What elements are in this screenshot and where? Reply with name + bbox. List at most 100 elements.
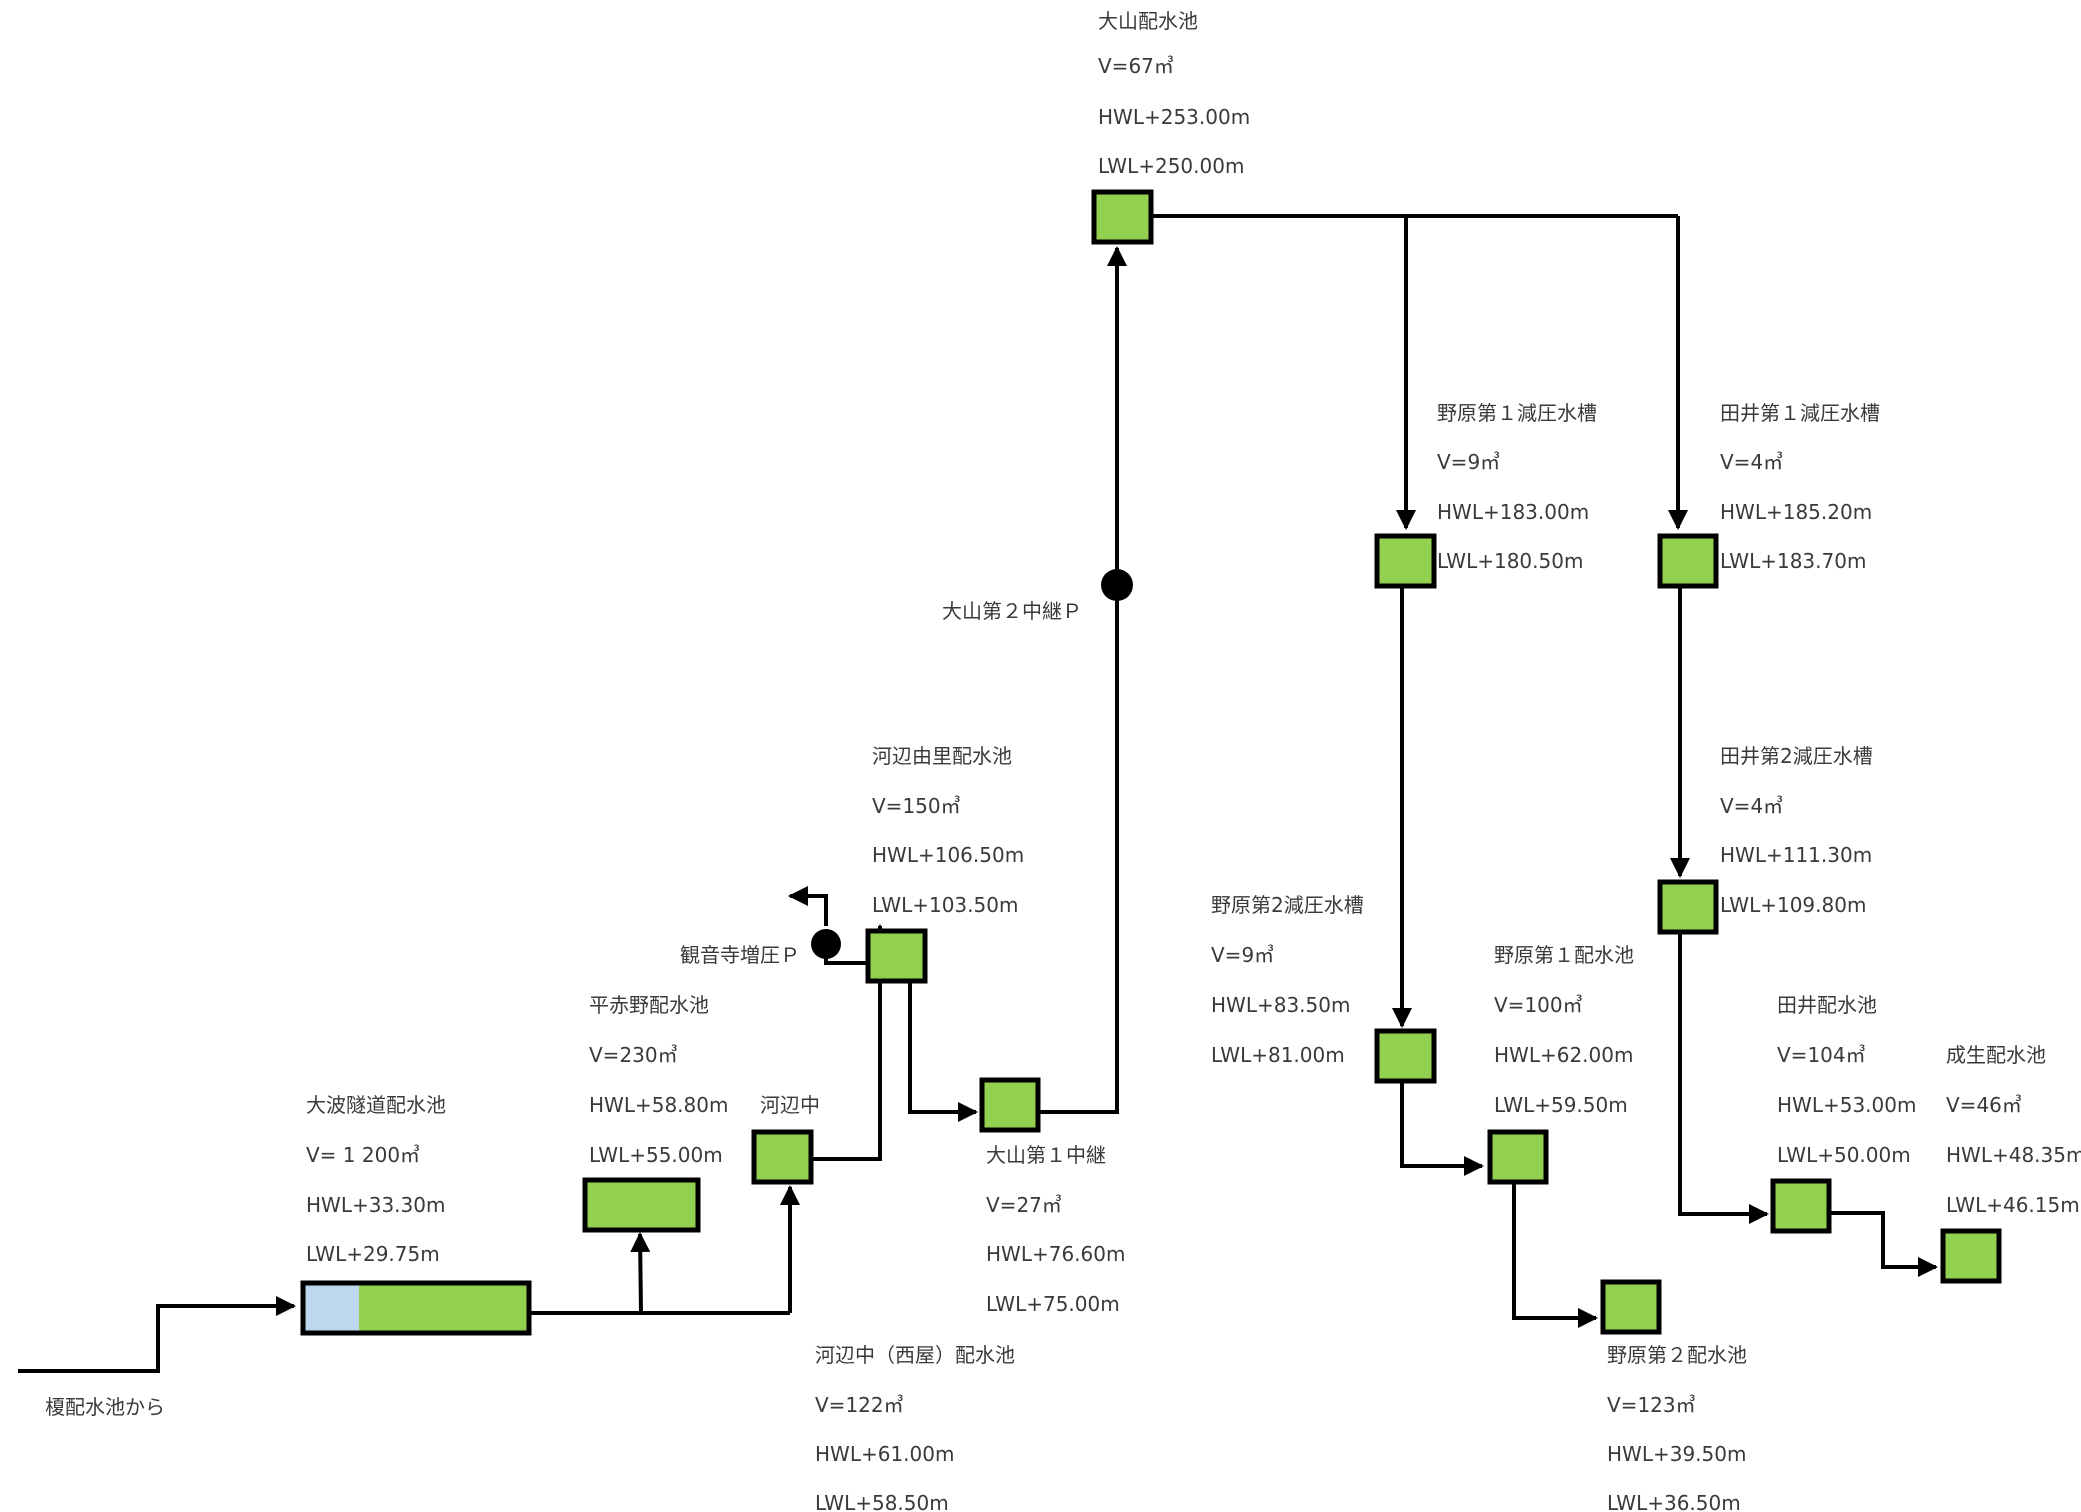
- facility-hwl: HWL+111.30m: [1720, 843, 1872, 867]
- facility-volume: V=67㎥: [1098, 54, 1174, 78]
- facility-hwl: HWL+62.00m: [1494, 1043, 1633, 1067]
- facility-lwl: LWL+183.70m: [1720, 549, 1866, 573]
- tank-onami[interactable]: [300, 1280, 532, 1336]
- tank-hiraakano[interactable]: [582, 1177, 701, 1233]
- facility-volume: V=27㎥: [986, 1193, 1062, 1217]
- label-nohara1: 野原第１配水池 V=100㎥ HWL+62.00m LWL+59.50m: [1494, 943, 1634, 1117]
- tank-tai-gen1[interactable]: [1657, 533, 1719, 589]
- facility-name: 野原第２配水池: [1607, 1343, 1747, 1367]
- facility-lwl: LWL+180.50m: [1437, 549, 1583, 573]
- facility-lwl: LWL+250.00m: [1098, 154, 1244, 178]
- facility-hwl: HWL+253.00m: [1098, 105, 1250, 129]
- facility-volume: V=122㎥: [815, 1393, 904, 1417]
- label-nohara-gen1: 野原第１減圧水槽 V=9㎥ HWL+183.00m LWL+180.50m: [1437, 401, 1597, 573]
- facility-volume: V=230㎥: [589, 1043, 678, 1067]
- label-tai: 田井配水池 V=104㎥ HWL+53.00m LWL+50.00m: [1777, 993, 1916, 1167]
- facility-lwl: LWL+55.00m: [589, 1143, 723, 1167]
- facility-name: 大山第１中継: [986, 1143, 1106, 1167]
- facility-lwl: LWL+46.15m: [1946, 1193, 2080, 1217]
- facility-volume: V= 1 200㎥: [306, 1143, 420, 1167]
- pipe-to-narai: [1827, 1211, 1938, 1277]
- facility-hwl: HWL+39.50m: [1607, 1442, 1746, 1466]
- pump-kannonji: [811, 929, 841, 959]
- facility-volume: V=104㎥: [1777, 1043, 1866, 1067]
- tank-oyama-relay1[interactable]: [979, 1077, 1041, 1133]
- facility-lwl: LWL+29.75m: [306, 1242, 440, 1266]
- facility-lwl: LWL+81.00m: [1211, 1043, 1345, 1067]
- facility-hwl: HWL+61.00m: [815, 1442, 954, 1466]
- label-kobe-naka-nishiya: 河辺中（西屋）配水池 V=122㎥ HWL+61.00m LWL+58.50m: [815, 1343, 1015, 1512]
- facility-name: 田井第2減圧水槽: [1720, 744, 1873, 768]
- facility-name: 野原第2減圧水槽: [1211, 893, 1364, 917]
- facility-hwl: HWL+185.20m: [1720, 500, 1872, 524]
- facility-name: 野原第１減圧水槽: [1437, 401, 1597, 425]
- facility-name: 野原第１配水池: [1494, 943, 1634, 967]
- pipe-to-kobe-yuri: [812, 924, 890, 1161]
- tank-tai[interactable]: [1770, 1178, 1832, 1234]
- facility-hwl: HWL+33.30m: [306, 1193, 445, 1217]
- facility-lwl: LWL+75.00m: [986, 1292, 1120, 1316]
- facility-volume: V=150㎥: [872, 794, 961, 818]
- facility-lwl: LWL+58.50m: [815, 1491, 949, 1512]
- pipe-to-nohara2: [1512, 1182, 1598, 1328]
- facility-name: 田井配水池: [1777, 993, 1877, 1017]
- tank-oyama[interactable]: [1091, 189, 1154, 245]
- label-onami: 大波隧道配水池 V= 1 200㎥ HWL+33.30m LWL+29.75m: [306, 1093, 446, 1266]
- facility-lwl: LWL+59.50m: [1494, 1093, 1628, 1117]
- facility-name: 成生配水池: [1946, 1043, 2046, 1067]
- label-kannonji-pump: 観音寺増圧Ｐ: [680, 943, 800, 967]
- facility-name: 大波隧道配水池: [306, 1093, 446, 1117]
- label-tai-gen2: 田井第2減圧水槽 V=4㎥ HWL+111.30m LWL+109.80m: [1720, 744, 1873, 917]
- tank-kobe-yuri[interactable]: [865, 928, 928, 984]
- facility-volume: V=4㎥: [1720, 450, 1783, 474]
- source-label: 榎配水池から: [45, 1395, 165, 1419]
- pump-oyama2: [1101, 569, 1133, 601]
- pipe-to-oyama-relay1: [908, 980, 978, 1122]
- facility-hwl: HWL+106.50m: [872, 843, 1024, 867]
- tank-nohara1[interactable]: [1487, 1129, 1549, 1185]
- label-tai-gen1: 田井第１減圧水槽 V=4㎥ HWL+185.20m LWL+183.70m: [1720, 401, 1880, 573]
- tank-narai[interactable]: [1940, 1228, 2002, 1284]
- label-oyama: 大山配水池 V=67㎥ HWL+253.00m LWL+250.00m: [1098, 9, 1250, 178]
- tank-nohara-gen2[interactable]: [1374, 1028, 1437, 1084]
- label-kobe-yuri: 河辺由里配水池 V=150㎥ HWL+106.50m LWL+103.50m: [872, 744, 1024, 917]
- facility-hwl: HWL+183.00m: [1437, 500, 1589, 524]
- label-nohara2: 野原第２配水池 V=123㎥ HWL+39.50m LWL+36.50m: [1607, 1343, 1747, 1512]
- pipe-to-tai: [1678, 931, 1769, 1224]
- pipe-to-hiraakano: [630, 1232, 651, 1314]
- pipe-inflow: [18, 1296, 296, 1373]
- tank-tai-gen2[interactable]: [1657, 879, 1719, 935]
- tanks: [300, 189, 2002, 1336]
- label-narai: 成生配水池 V=46㎥ HWL+48.35m LWL+46.15m: [1946, 1043, 2081, 1217]
- label-oyama-pump2: 大山第２中継Ｐ: [942, 599, 1082, 623]
- pipe-to-oyama: [1039, 246, 1127, 1114]
- facility-hwl: HWL+48.35m: [1946, 1143, 2081, 1167]
- label-oyama-relay1: 大山第１中継 V=27㎥ HWL+76.60m LWL+75.00m: [986, 1143, 1125, 1316]
- facility-volume: V=100㎥: [1494, 993, 1583, 1017]
- facility-hwl: HWL+76.60m: [986, 1242, 1125, 1266]
- label-nohara-gen2: 野原第2減圧水槽 V=9㎥ HWL+83.50m LWL+81.00m: [1211, 893, 1364, 1067]
- facility-hwl: HWL+58.80m: [589, 1093, 728, 1117]
- facility-lwl: LWL+109.80m: [1720, 893, 1866, 917]
- facility-lwl: LWL+103.50m: [872, 893, 1018, 917]
- facility-name: 平赤野配水池: [589, 993, 709, 1017]
- pipe-to-nohara1: [1400, 1082, 1484, 1176]
- tank-nohara-gen1[interactable]: [1374, 533, 1437, 589]
- tank-nohara2[interactable]: [1600, 1279, 1662, 1335]
- facility-volume: V=123㎥: [1607, 1393, 1696, 1417]
- facility-name: 河辺中（西屋）配水池: [815, 1343, 1015, 1367]
- facility-hwl: HWL+83.50m: [1211, 993, 1350, 1017]
- facility-hwl: HWL+53.00m: [1777, 1093, 1916, 1117]
- pipes: [18, 214, 1938, 1373]
- tank-kobe-naka[interactable]: [751, 1129, 814, 1185]
- facility-name: 田井第１減圧水槽: [1720, 401, 1880, 425]
- facility-lwl: LWL+50.00m: [1777, 1143, 1911, 1167]
- facility-name: 大山配水池: [1098, 9, 1198, 33]
- pipe-kannonji-out: [788, 886, 828, 926]
- facility-lwl: LWL+36.50m: [1607, 1491, 1741, 1512]
- label-kobe-naka: 河辺中: [760, 1093, 820, 1117]
- label-hiraakano: 平赤野配水池 V=230㎥ HWL+58.80m LWL+55.00m: [589, 993, 728, 1167]
- facility-volume: V=4㎥: [1720, 794, 1783, 818]
- facility-volume: V=9㎥: [1211, 943, 1274, 967]
